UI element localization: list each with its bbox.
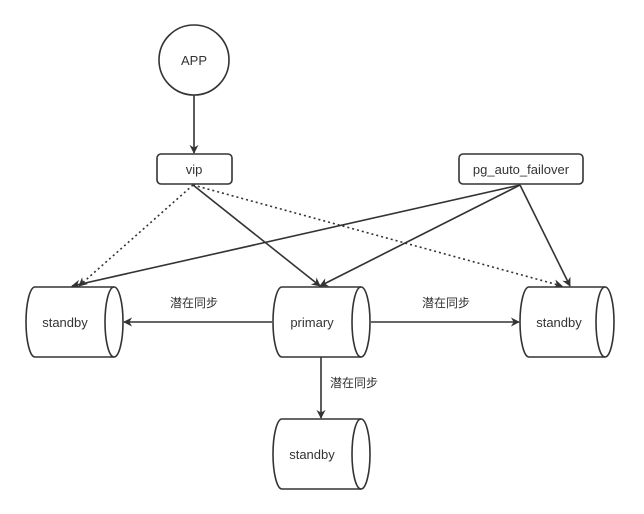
- node-label-app: APP: [181, 53, 207, 68]
- node-standby-left[interactable]: standby: [25, 286, 124, 358]
- edge-label-primary-to-standby-right: 潜在同步: [422, 296, 470, 310]
- node-label-vip: vip: [186, 162, 203, 177]
- edge-labels: 潜在同步 潜在同步 潜在同步: [170, 296, 470, 390]
- node-vip[interactable]: vip: [156, 153, 233, 185]
- node-label-standby-bottom: standby: [289, 447, 335, 462]
- node-standby-right[interactable]: standby: [519, 286, 615, 358]
- edge-label-primary-to-standby-bottom: 潜在同步: [330, 376, 378, 390]
- edge-pgaf-to-standby-right: [519, 184, 571, 287]
- node-label-pg-auto-failover: pg_auto_failover: [473, 162, 570, 177]
- vip-box: [156, 153, 233, 185]
- pg-auto-failover-box: [458, 153, 584, 185]
- edge-label-primary-to-standby-left: 潜在同步: [170, 296, 218, 310]
- node-app[interactable]: APP: [158, 24, 230, 96]
- node-label-standby-right: standby: [536, 315, 582, 330]
- standby-left-cylinder-cap: [104, 286, 115, 358]
- node-pg-auto-failover[interactable]: pg_auto_failover: [458, 153, 584, 185]
- app-circle: [158, 24, 230, 96]
- edge-vip-to-primary: [192, 184, 321, 287]
- node-primary[interactable]: primary: [272, 286, 371, 358]
- standby-right-cylinder-cap: [595, 286, 606, 358]
- node-standby-bottom[interactable]: standby: [272, 418, 371, 490]
- standby-bottom-cylinder-cap: [351, 418, 362, 490]
- edge-pgaf-to-primary: [319, 184, 521, 287]
- edge-vip-to-standby-right: [192, 184, 563, 289]
- primary-cylinder-cap: [351, 286, 362, 358]
- edge-vip-to-standby-left: [78, 184, 194, 287]
- edges: [71, 89, 571, 419]
- edge-pgaf-to-standby-left: [71, 184, 521, 289]
- node-label-standby-left: standby: [42, 315, 88, 330]
- node-label-primary: primary: [290, 315, 334, 330]
